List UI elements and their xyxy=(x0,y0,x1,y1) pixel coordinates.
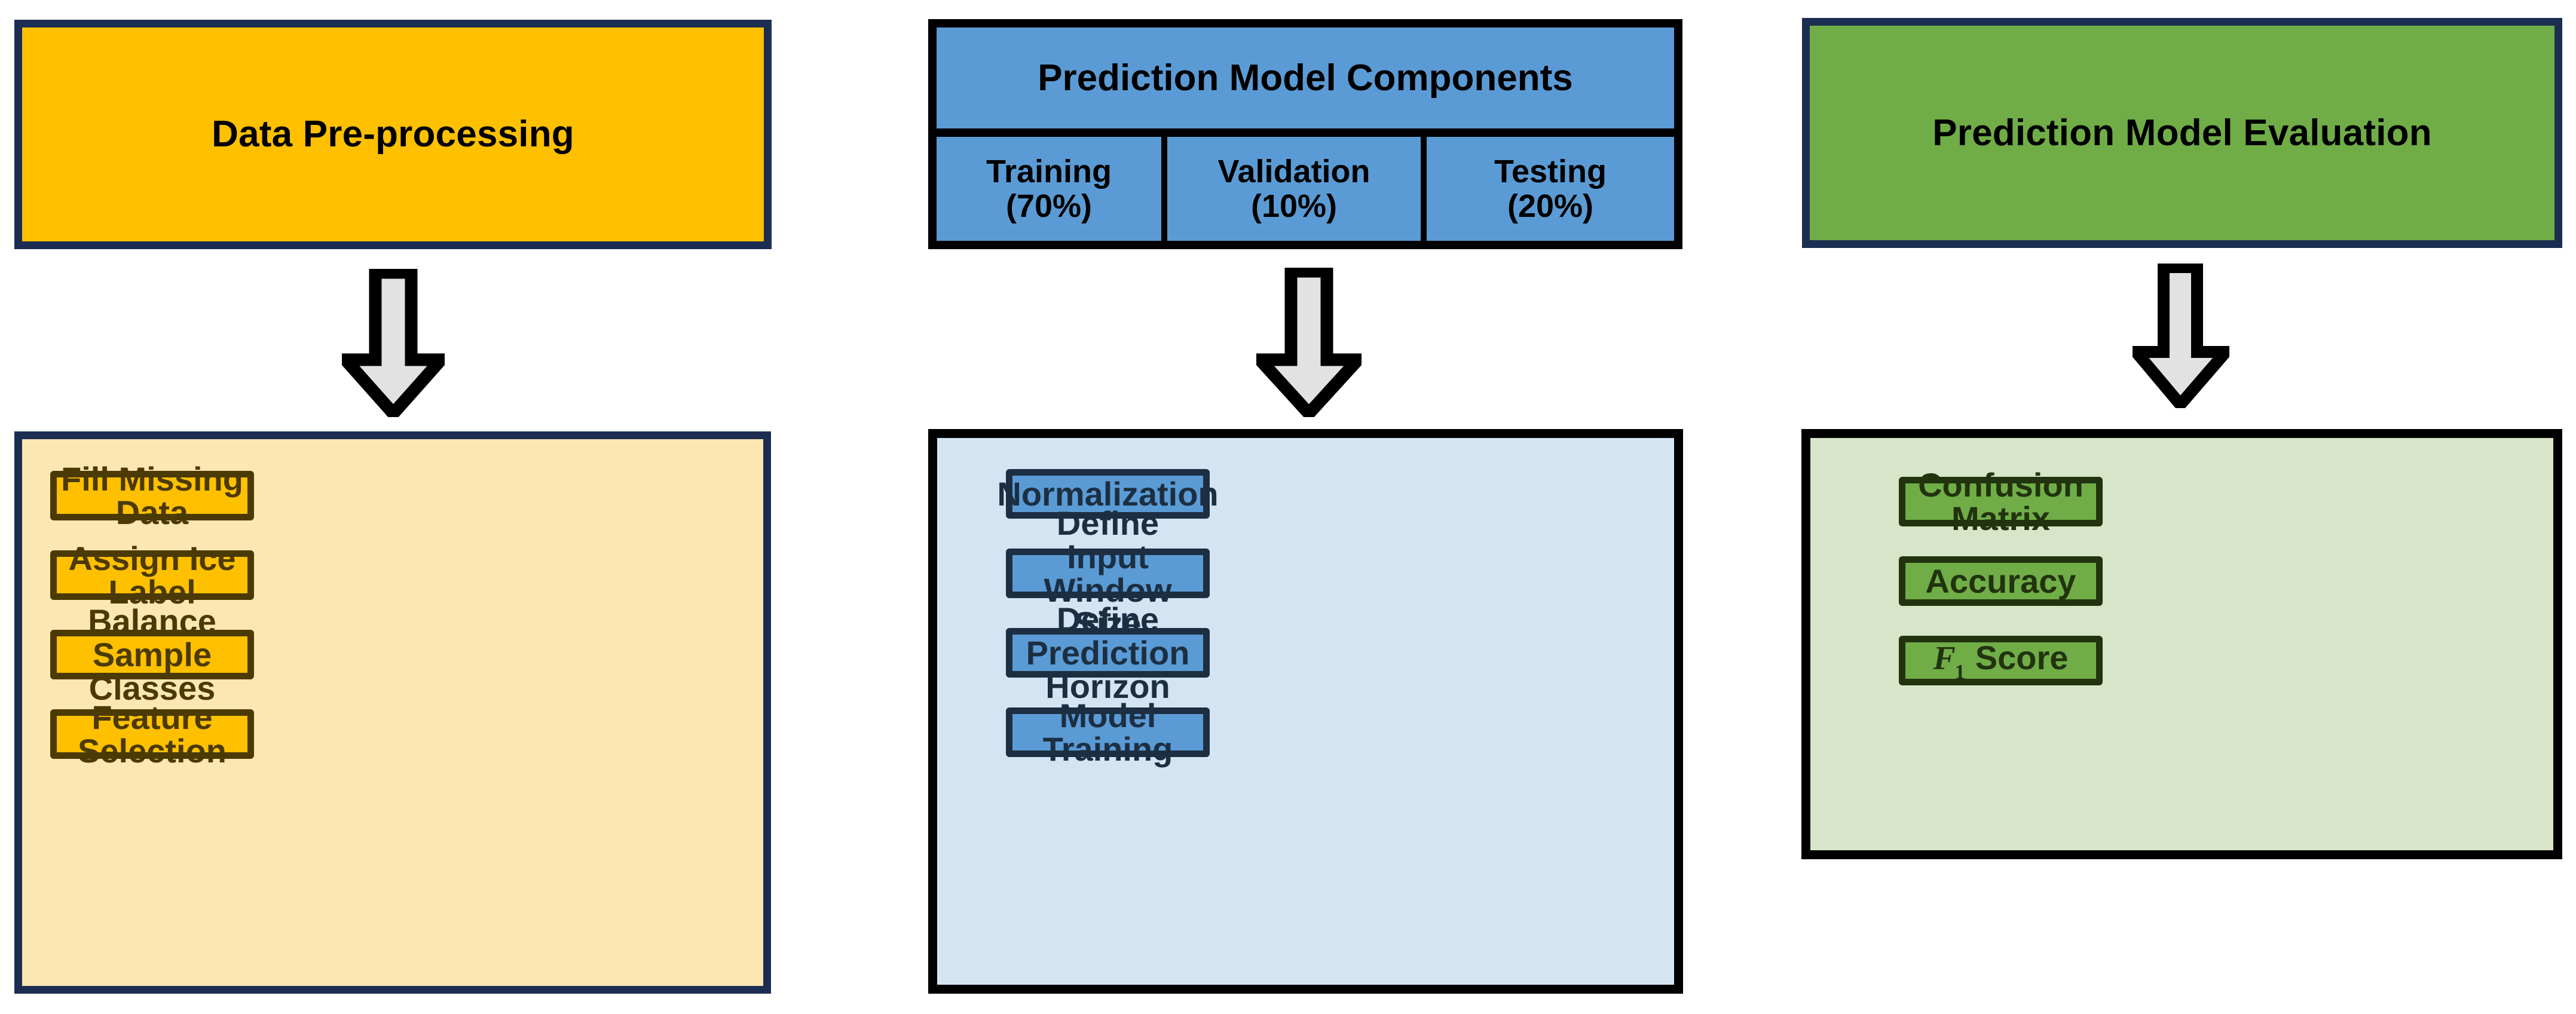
header-title-prediction-model-evaluation: Prediction Model Evaluation xyxy=(1932,112,2432,154)
f1-symbol: F xyxy=(1933,639,1956,677)
list-item-balance-sample-classes[interactable]: Balance Sample Classes xyxy=(50,604,254,704)
split-cell-name: Validation xyxy=(1217,153,1370,189)
f1-suffix: Score xyxy=(1966,638,2069,676)
data-split-row: Training (70%) Validation (10%) Testing … xyxy=(937,137,1674,241)
list-item-define-input-window-size[interactable]: Define Input Window Size xyxy=(1006,506,1210,640)
list-item-label: Feature Selection xyxy=(78,698,227,770)
list-item-assign-ice-label[interactable]: Assign Ice Label xyxy=(50,541,254,608)
split-cell-testing: Testing (20%) xyxy=(1427,137,1674,241)
header-box-data-preprocessing: Data Pre-processing xyxy=(14,20,772,249)
list-item-accuracy[interactable]: Accuracy xyxy=(1899,556,2103,606)
list-item-confusion-matrix[interactable]: Confusion Matrix xyxy=(1899,468,2103,535)
header-title-prediction-model-components: Prediction Model Components xyxy=(937,27,1674,137)
list-item-model-training[interactable]: Model Training xyxy=(1006,699,1210,765)
split-cell-name: Testing xyxy=(1494,153,1607,189)
list-item-fill-missing-data[interactable]: Fill Missing Data xyxy=(50,462,254,529)
split-cell-percent: (70%) xyxy=(1005,188,1093,224)
panel-evaluation-metrics: Confusion Matrix Accuracy F1 Score xyxy=(1801,429,2562,859)
split-cell-percent: (20%) xyxy=(1507,188,1594,224)
list-item-label: Accuracy xyxy=(1925,562,2076,600)
list-item-label: F1 Score xyxy=(1933,638,2069,684)
list-item-define-prediction-horizon[interactable]: Define Prediction Horizon xyxy=(1006,602,1210,703)
header-title-data-preprocessing: Data Pre-processing xyxy=(212,114,574,155)
split-cell-name: Training xyxy=(986,153,1112,189)
header-box-prediction-model-evaluation: Prediction Model Evaluation xyxy=(1802,18,2562,248)
list-item-label: Fill Missing Data xyxy=(61,459,243,531)
list-item-label: Confusion Matrix xyxy=(1918,465,2084,537)
list-item-label: Model Training xyxy=(1042,696,1173,768)
panel-prediction-model-steps: Normalization Define Input Window Size D… xyxy=(928,429,1683,994)
arrow-down-icon xyxy=(2123,261,2239,414)
list-item-feature-selection[interactable]: Feature Selection xyxy=(50,700,254,767)
list-item-label: Define Prediction Horizon xyxy=(1026,600,1190,705)
f1-subscript: 1 xyxy=(1954,660,1965,684)
arrow-down-icon xyxy=(331,266,455,423)
split-cell-validation: Validation (10%) xyxy=(1167,137,1421,241)
list-item-label: Balance Sample Classes xyxy=(88,602,216,707)
arrow-down-icon-middle xyxy=(1246,265,1372,423)
panel-data-preprocessing-steps: Fill Missing Data Assign Ice Label Balan… xyxy=(14,431,771,994)
list-item-label: Assign Ice Label xyxy=(68,539,236,611)
list-item-label: Normalization xyxy=(997,474,1219,513)
list-item-f1-score[interactable]: F1 Score xyxy=(1899,636,2103,685)
list-item-normalization[interactable]: Normalization xyxy=(997,469,1219,519)
header-box-prediction-model-components: Prediction Model Components Training (70… xyxy=(928,19,1682,249)
split-cell-training: Training (70%) xyxy=(937,137,1161,241)
split-cell-percent: (10%) xyxy=(1250,188,1338,224)
arrow-down-icon-left xyxy=(331,266,455,423)
arrow-down-icon xyxy=(1246,265,1372,423)
arrow-down-icon-right xyxy=(2123,261,2239,414)
